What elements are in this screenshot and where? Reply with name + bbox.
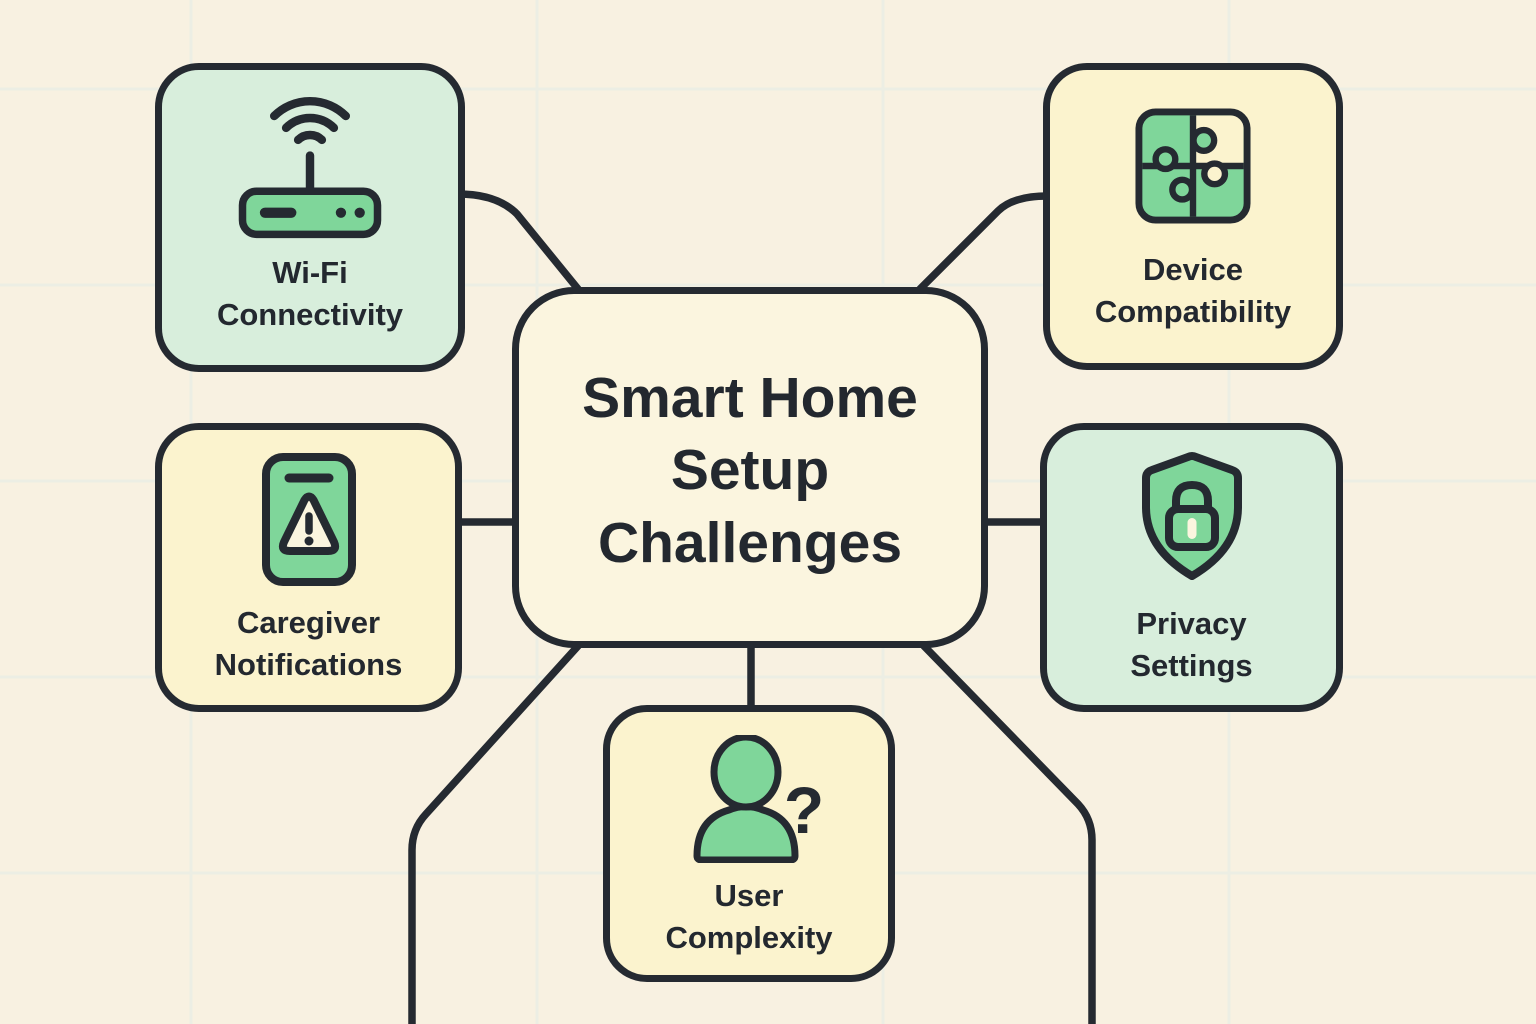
puzzle-pieces-icon [1135, 108, 1251, 224]
wifi-router-icon [238, 96, 382, 239]
diagram-title: Smart Home Setup Challenges [582, 365, 918, 575]
node-central-topic[interactable]: Smart Home Setup Challenges [512, 287, 988, 648]
person-question-icon: ? [693, 735, 824, 863]
question-mark-glyph: ? [784, 773, 824, 847]
node-label-caregiver: Caregiver Notifications [214, 605, 403, 682]
connector-wifi-center [454, 190, 582, 293]
node-label-privacy: Privacy Settings [1130, 606, 1253, 683]
shield-lock-icon [1141, 452, 1242, 580]
node-label-device: Device Compatibility [1094, 252, 1292, 329]
phone-alert-icon [261, 453, 356, 586]
node-privacy-settings[interactable]: Privacy Settings [1040, 423, 1343, 712]
node-label-user: User Complexity [665, 878, 833, 955]
node-device-compatibility[interactable]: Device Compatibility [1043, 63, 1343, 370]
node-user-complexity[interactable]: ? User Complexity [603, 705, 895, 982]
node-wifi-connectivity[interactable]: Wi-Fi Connectivity [155, 63, 465, 372]
connector-center-bottom-right [920, 642, 1096, 1024]
connector-center-bottom-left [408, 642, 582, 1024]
node-caregiver-notifications[interactable]: Caregiver Notifications [155, 423, 462, 712]
connector-center-device [916, 192, 1052, 293]
node-label-wifi: Wi-Fi Connectivity [216, 255, 404, 332]
